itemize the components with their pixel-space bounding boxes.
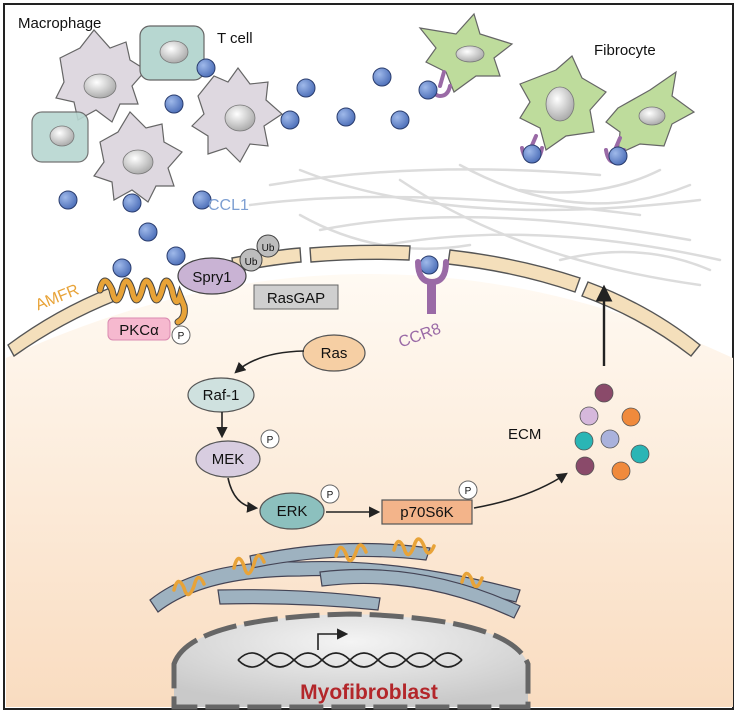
phospho-badges — [171, 325, 478, 504]
ub-label-1: Ub — [245, 257, 258, 268]
ecm-particles — [574, 383, 650, 481]
p70s6k-box — [381, 499, 473, 525]
ub-circle-2 — [256, 234, 280, 258]
mek-label: MEK — [212, 451, 245, 468]
t-cell-label: T cell — [217, 30, 253, 47]
cytoplasm — [6, 274, 733, 707]
er-amfr-coils — [172, 537, 484, 597]
ras-node — [302, 334, 366, 372]
ccl1-label: CCL1 — [208, 197, 249, 214]
ub-circle-1 — [239, 248, 263, 272]
myofibroblast-title: Myofibroblast — [300, 681, 438, 704]
erk-phospho-label: P — [327, 490, 334, 501]
endoplasmic-reticulum — [149, 542, 521, 619]
p70s6k-label: p70S6K — [400, 504, 453, 521]
ecm-fibres — [248, 163, 722, 287]
erk-node — [259, 492, 325, 530]
t-cells — [31, 25, 205, 163]
fibrocyte-cells — [418, 12, 696, 155]
macrophage-cells — [55, 29, 283, 203]
raf1-node — [187, 377, 255, 413]
erk-label: ERK — [277, 503, 308, 520]
mek-phospho-label: P — [267, 435, 274, 446]
ecm-label: ECM — [508, 426, 541, 443]
pkc-box — [107, 317, 171, 341]
fibrocyte-label: Fibrocyte — [594, 42, 656, 59]
spry1-shape — [177, 257, 247, 295]
ccl1-dots — [58, 58, 628, 278]
pathway-arrows — [216, 284, 613, 518]
ub-label-2: Ub — [262, 243, 275, 254]
pkc-label: PKCα — [119, 322, 159, 339]
rasgap-box — [253, 284, 339, 310]
amfr-coil — [96, 277, 188, 326]
mek-node — [195, 440, 261, 478]
macrophage-label: Macrophage — [18, 15, 101, 32]
p70s6k-phospho-label: P — [465, 486, 472, 497]
ccr8-receptor — [415, 259, 449, 314]
pkc-phospho-label: P — [178, 331, 185, 342]
rasgap-label: RasGAP — [267, 290, 325, 307]
spry1-label: Spry1 — [192, 269, 231, 286]
dna-helix — [237, 628, 463, 668]
raf1-label: Raf-1 — [203, 387, 240, 404]
ras-label: Ras — [321, 345, 348, 362]
